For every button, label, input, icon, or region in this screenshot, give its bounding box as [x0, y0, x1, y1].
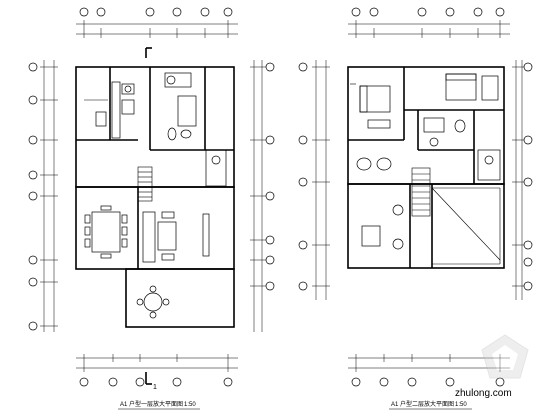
right-bedroom-1-furniture	[350, 83, 391, 129]
right-stair	[411, 167, 431, 217]
left-top-axis-bubbles	[79, 7, 233, 17]
watermark-text: zhulong.com	[455, 388, 512, 399]
left-floor-plan: 1 A1 户型一层放大平面图 1:50	[28, 7, 275, 410]
watermark: zhulong.com	[455, 334, 529, 399]
left-plan-scale: 1:50	[184, 402, 196, 408]
left-stair	[137, 166, 153, 202]
right-side-axis-bubbles	[265, 62, 275, 291]
right-bedroom-2-furniture	[445, 73, 499, 101]
right-bathroom-fixtures	[423, 117, 501, 181]
right-bottom-axis-bubbles	[351, 377, 505, 387]
right-left-axis-bubbles	[298, 62, 308, 291]
right-floor-plan: A1 户型二层放大平面图 1:50	[298, 7, 533, 410]
right-right-axis-bubbles	[523, 62, 533, 291]
left-section-mark-top	[145, 47, 152, 58]
left-bathroom-fixtures	[164, 72, 227, 187]
left-terrace-table	[136, 285, 170, 319]
left-bottom-axis-bubbles	[79, 377, 233, 387]
right-study-furniture	[356, 157, 404, 250]
left-kitchen-fixtures	[84, 81, 135, 139]
left-section-mark-bottom: 1	[145, 372, 157, 391]
watermark-logo-icon	[481, 334, 529, 379]
left-dining-table	[84, 205, 128, 259]
right-plan-scale: 1:50	[455, 402, 467, 408]
left-dimension-lines	[40, 20, 266, 372]
right-top-axis-bubbles	[351, 7, 505, 17]
left-plan-title: A1 户型一层放大平面图	[120, 400, 183, 408]
left-side-axis-bubbles	[28, 62, 38, 331]
right-void-area	[431, 187, 501, 265]
left-walls	[75, 66, 235, 328]
left-living-sofa	[142, 211, 210, 263]
right-walls	[347, 66, 505, 269]
right-plan-title: A1 户型二层放大平面图	[391, 400, 454, 408]
section-mark-label: 1	[153, 384, 157, 391]
right-dimension-lines	[312, 20, 524, 372]
